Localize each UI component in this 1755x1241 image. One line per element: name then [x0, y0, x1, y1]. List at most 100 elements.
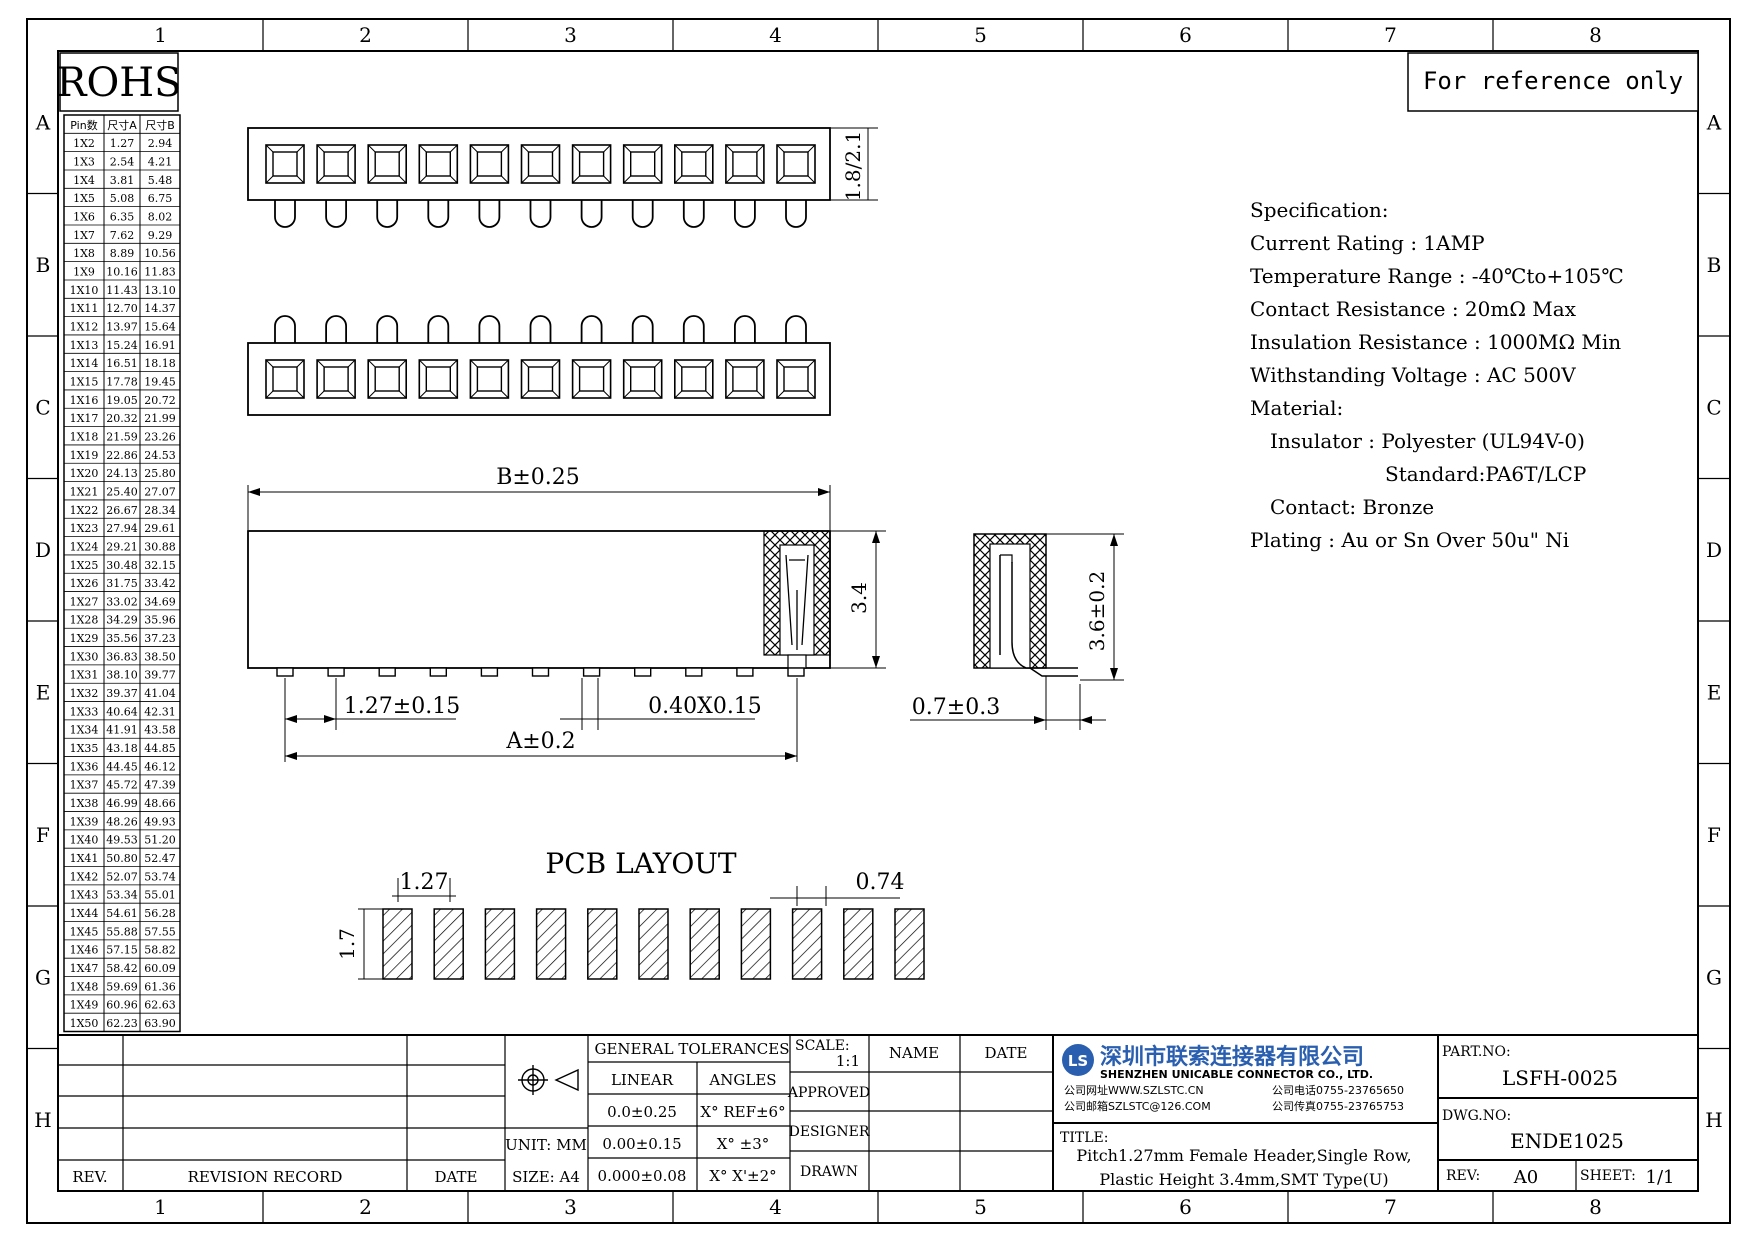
pin-table-cell: 27.07 [144, 485, 176, 498]
pcb-pad [740, 908, 772, 980]
pin-table-cell: 1X45 [70, 925, 99, 938]
pin-table-cell: 39.37 [106, 687, 138, 700]
pin-table-cell: 1X29 [70, 632, 99, 645]
pin-table-cell: 1.27 [110, 137, 135, 150]
rev-label: REV: [1446, 1168, 1480, 1184]
pin-table-cell: 15.64 [144, 320, 176, 333]
company-logo: LS [1062, 1044, 1094, 1076]
pin-table-cell: 11.43 [106, 284, 138, 297]
pin-table-cell: 57.55 [144, 925, 176, 938]
pin-table-cell: 35.96 [144, 614, 176, 627]
title-label: TITLE: [1060, 1130, 1108, 1146]
pin-table-cell: 5.08 [110, 192, 135, 205]
scale-value: 1:1 [836, 1052, 860, 1070]
pin-table-cell: 1X31 [70, 669, 99, 682]
pin-table-cell: 33.02 [106, 595, 138, 608]
dim-pcb-pitch-label: 1.27 [400, 870, 449, 895]
pin-table-cell: 41.04 [144, 687, 176, 700]
pin-table-cell: 43.18 [106, 742, 138, 755]
pin-table-cell: 16.91 [144, 339, 176, 352]
spec-line: Plating : Au or Sn Over 50u" Ni [1250, 528, 1569, 552]
approved-label: APPROVED [787, 1085, 870, 1101]
pin-table-cell: 54.61 [106, 907, 138, 920]
pin-table-cell: 55.88 [106, 925, 138, 938]
pin-table-cell: 1X46 [70, 944, 99, 957]
spec-line: Standard:PA6T/LCP [1385, 462, 1586, 486]
pin-table-cell: 31.75 [106, 577, 138, 590]
pcb-pad [535, 908, 567, 980]
pin-table-cell: 25.80 [144, 467, 176, 480]
tol-linear-2: 0.00±0.15 [602, 1135, 681, 1153]
pin-table-cell: 1X7 [73, 229, 95, 242]
pin-table-cell: 8.89 [110, 247, 135, 260]
row-label-right-A: A [1706, 110, 1722, 134]
pin-table-cell: 1X35 [70, 742, 99, 755]
pin-table-cell: 7.62 [110, 229, 135, 242]
pin-table-cell: 60.09 [144, 962, 176, 975]
row-label-left-E: E [36, 680, 51, 704]
pin-table-cell: 1X17 [70, 412, 99, 425]
row-label-right-F: F [1707, 823, 1721, 847]
dim-pcb-pad-height-label: 1.7 [335, 928, 359, 960]
pcb-pad [843, 908, 874, 980]
pin-table-cell: 52.07 [106, 870, 138, 883]
spec-line: Contact: Bronze [1270, 495, 1434, 519]
pin-table-cell: 11.83 [144, 265, 176, 278]
projection-symbol-icon [518, 1065, 579, 1095]
row-label-right-E: E [1707, 680, 1722, 704]
pcb-pad [689, 908, 720, 980]
pin-table-cell: 1X16 [70, 394, 99, 407]
column-label-top-3: 3 [564, 23, 577, 47]
pin-table-cell: 48.26 [106, 815, 138, 828]
general-tolerances-label: GENERAL TOLERANCES [594, 1040, 789, 1058]
pin-table-cell: 13.10 [144, 284, 176, 297]
pin-table-cell: 28.34 [144, 504, 176, 517]
bottom-view-connector [247, 315, 831, 416]
spec-line: Insulator : Polyester (UL94V-0) [1270, 429, 1585, 453]
pcb-pad [894, 908, 925, 980]
column-label-top-1: 1 [154, 23, 167, 47]
company-mail: 公司邮箱SZLSTC@126.COM [1064, 1099, 1211, 1113]
spec-line: Withstanding Voltage : AC 500V [1250, 363, 1576, 387]
pin-table-cell: 15.24 [106, 339, 138, 352]
pin-table-cell: 49.53 [106, 834, 138, 847]
pin-table-cell: 2.54 [110, 155, 135, 168]
dim-height-top: 1.8/2.1 [828, 127, 878, 201]
company-web: 公司网址WWW.SZLSTC.CN [1064, 1083, 1204, 1097]
spec-line: Material: [1250, 396, 1343, 420]
pin-table-cell: 1X42 [70, 870, 99, 883]
pin-table-cell: 3.81 [110, 174, 135, 187]
pin-table-cell: 1X38 [70, 797, 99, 810]
pin-table-cell: 17.78 [106, 375, 138, 388]
pin-table-cell: 57.15 [106, 944, 138, 957]
pin-table-cell: 32.15 [144, 559, 176, 572]
pin-table-cell: 40.64 [106, 705, 138, 718]
company-name-cn: 深圳市联索连接器有限公司 [1100, 1044, 1364, 1070]
top-view-connector [247, 127, 831, 228]
size-label: SIZE: A4 [512, 1168, 580, 1186]
pin-table-cell: 37.23 [144, 632, 176, 645]
pin-table-cell: 18.18 [144, 357, 176, 370]
dim-pcb-pad-width: 0.74 [770, 870, 904, 906]
drawn-label: DRAWN [800, 1164, 858, 1180]
column-label-bottom-7: 7 [1384, 1195, 1397, 1219]
pin-table-cell: 38.10 [106, 669, 138, 682]
company-fax: 公司传真0755-23765753 [1272, 1099, 1404, 1113]
pin-table-cell: 33.42 [144, 577, 176, 590]
pin-table-cell: 13.97 [106, 320, 138, 333]
pin-table-cell: 1X10 [70, 284, 99, 297]
spec-line: Temperature Range : -40℃to+105℃ [1250, 264, 1624, 288]
pin-table-cell: 10.56 [144, 247, 176, 260]
column-label-top-2: 2 [359, 23, 372, 47]
company-tel: 公司电话0755-23765650 [1272, 1084, 1404, 1097]
pin-table-header: 尺寸B [145, 118, 175, 132]
row-label-left-C: C [35, 395, 50, 419]
pin-table-cell: 41.91 [106, 724, 138, 737]
pin-table-cell: 47.39 [144, 779, 176, 792]
pin-table-cell: 4.21 [148, 155, 173, 168]
pcb-pad [382, 908, 413, 980]
tol-linear-3: 0.000±0.08 [598, 1167, 687, 1185]
pin-table-cell: 55.01 [144, 889, 176, 902]
pin-table-cell: 30.88 [144, 540, 176, 553]
linear-label: LINEAR [611, 1071, 674, 1089]
